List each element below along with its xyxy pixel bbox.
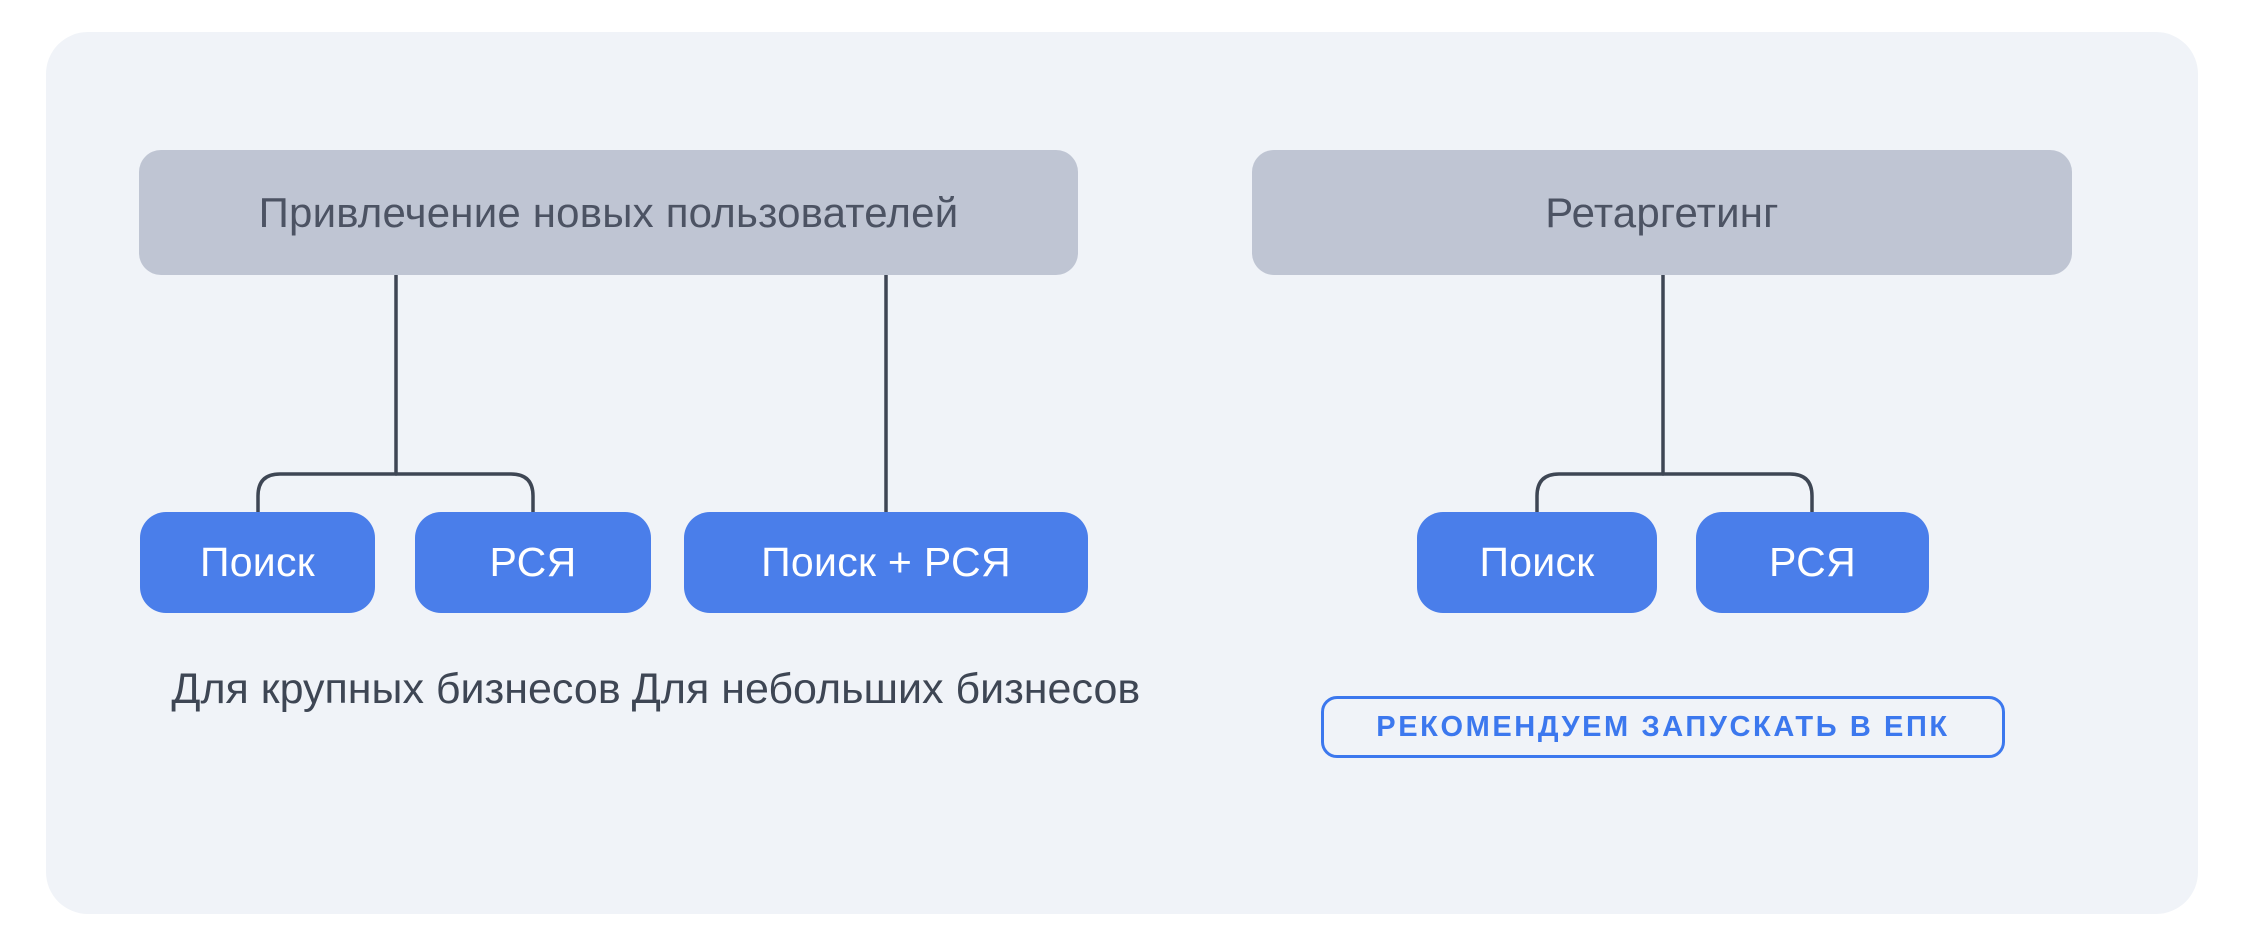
group-header-acquisition-label: Привлечение новых пользователей bbox=[258, 188, 959, 236]
recommendation-badge: РЕКОМЕНДУЕМ ЗАПУСКАТЬ В ЕПК bbox=[1321, 696, 2005, 758]
channel-node-search: Поиск bbox=[140, 512, 375, 613]
group-header-retargeting-label: Ретаргетинг bbox=[1545, 188, 1779, 236]
note-small-businesses: Для небольших бизнесов bbox=[631, 665, 1141, 713]
channel-node-label: Поиск bbox=[199, 539, 316, 585]
channel-node-label: РСЯ bbox=[489, 539, 577, 585]
channel-node-label: Поиск + РСЯ bbox=[761, 539, 1011, 585]
channel-node-retargeting-network: РСЯ bbox=[1696, 512, 1929, 613]
channel-node-retargeting-search: Поиск bbox=[1417, 512, 1657, 613]
group-header-acquisition: Привлечение новых пользователей bbox=[139, 150, 1078, 275]
note-large-businesses: Для крупных бизнесов bbox=[171, 665, 621, 713]
channel-node-label: Поиск bbox=[1479, 539, 1595, 585]
channel-node-network: РСЯ bbox=[415, 512, 651, 613]
group-header-retargeting: Ретаргетинг bbox=[1252, 150, 2072, 275]
channel-node-label: РСЯ bbox=[1768, 539, 1856, 585]
channel-node-search-plus-network: Поиск + РСЯ bbox=[684, 512, 1088, 613]
